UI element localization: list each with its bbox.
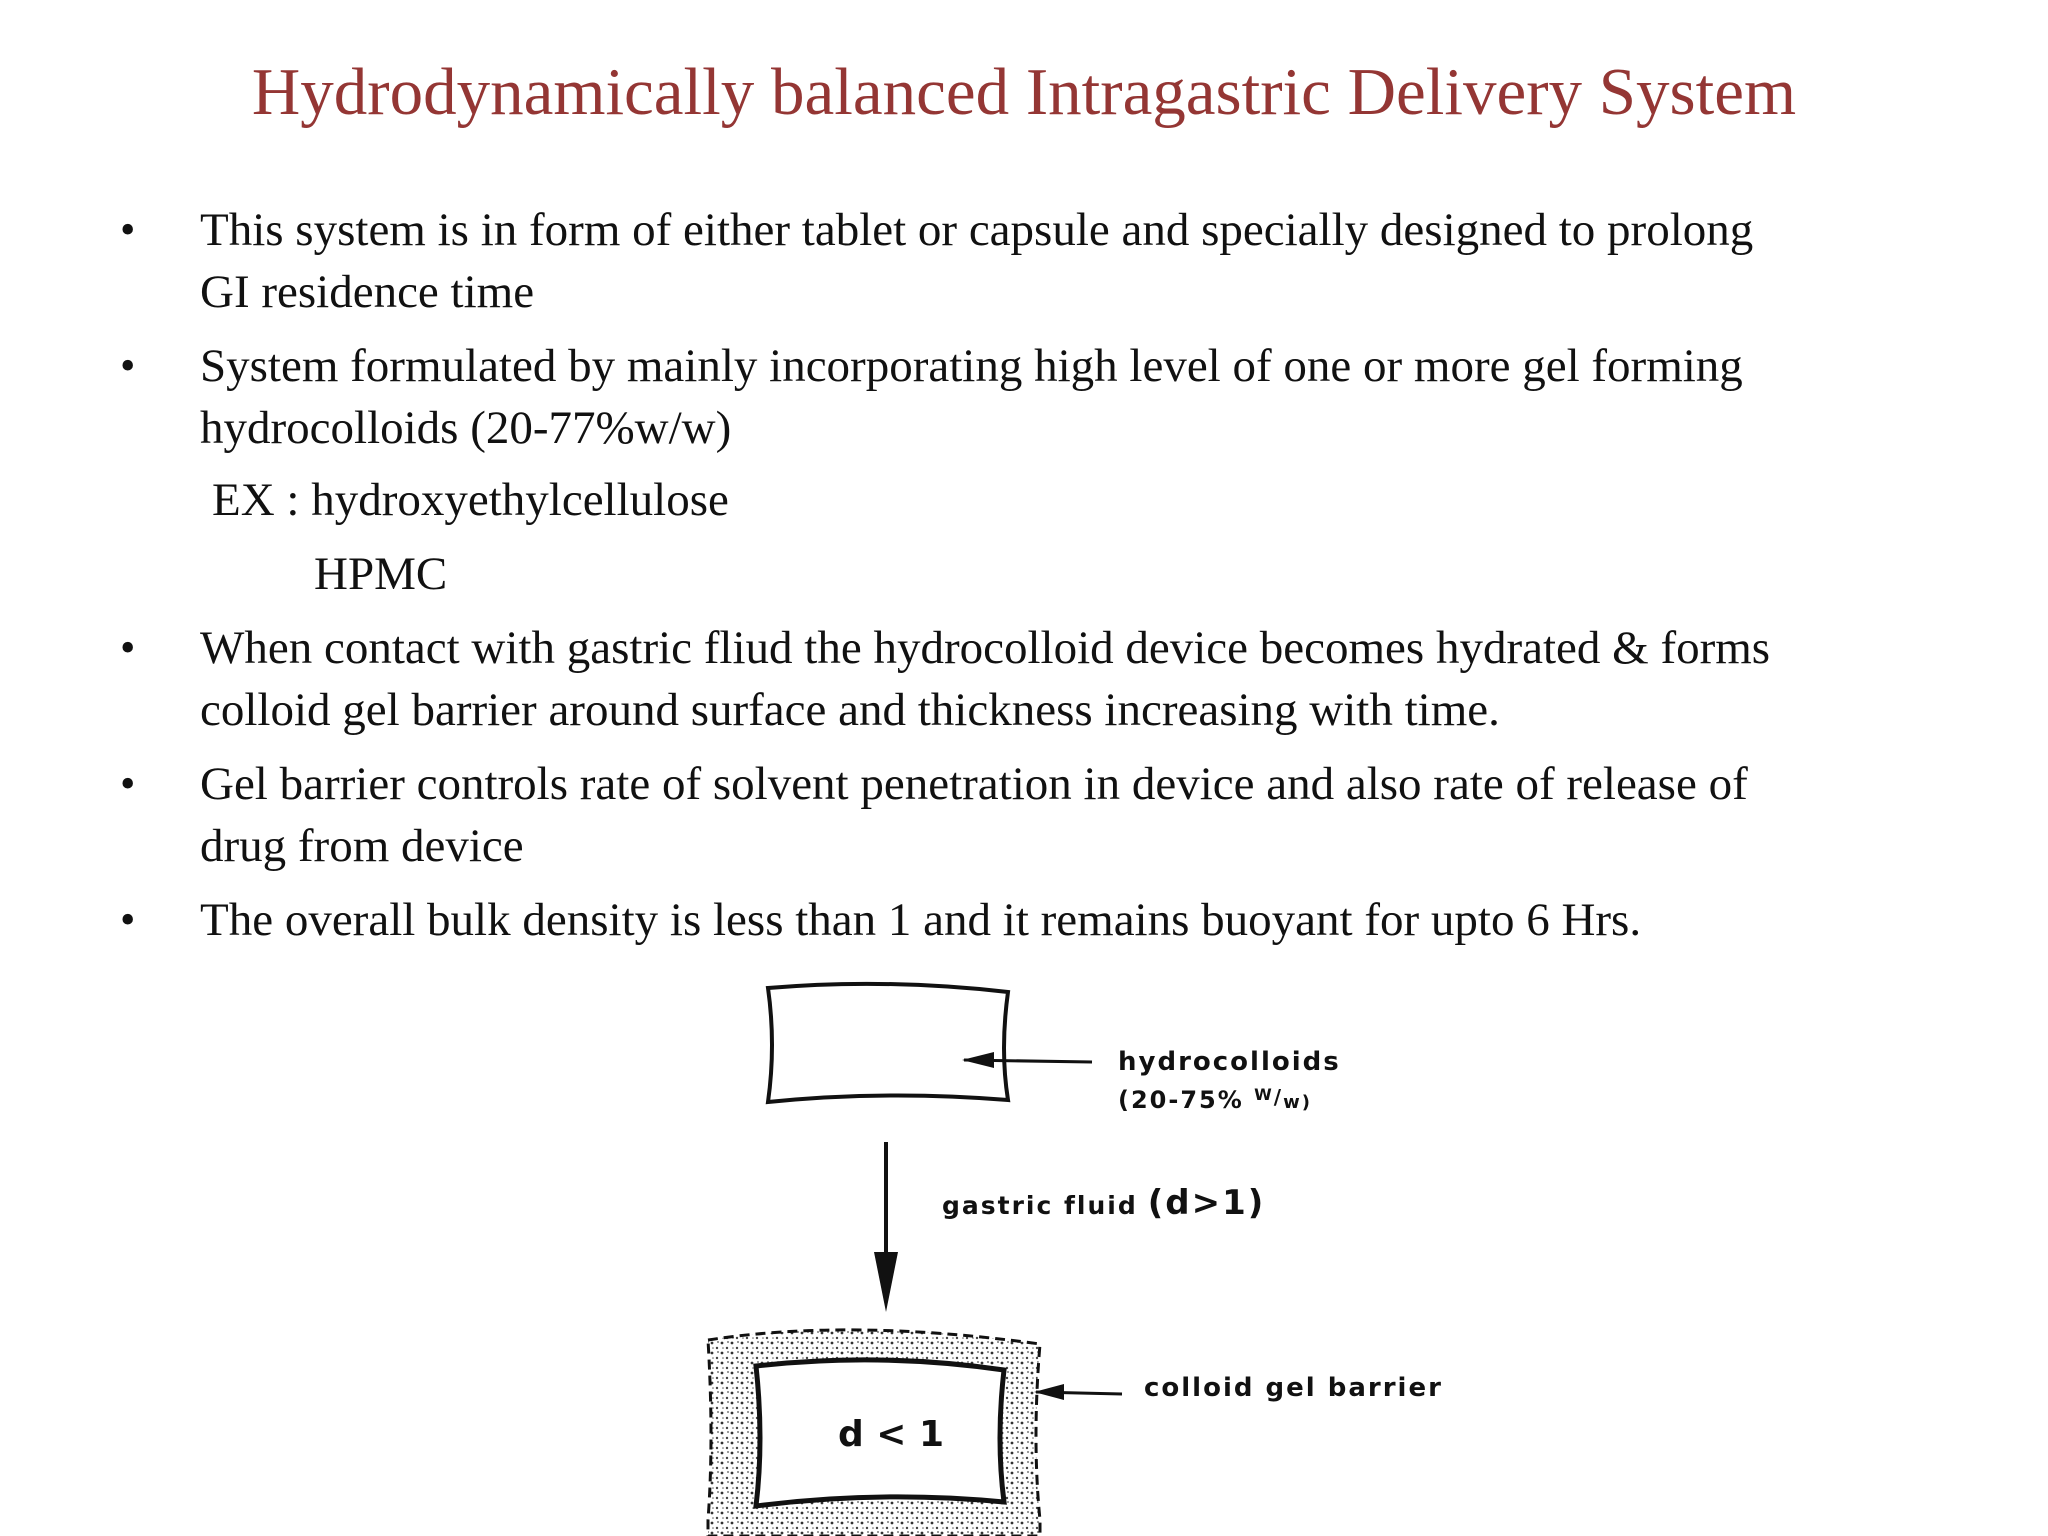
hydrocolloids-pointer-head: [962, 1052, 994, 1068]
example-line: HPMC: [314, 548, 448, 600]
gastric-fluid-label: gastric fluid(d>1): [942, 1183, 1265, 1223]
dry-tablet-shape: [765, 981, 1011, 1105]
bullet-marker: •: [120, 205, 136, 254]
slide-title: Hydrodynamically balanced Intragastric D…: [251, 55, 1797, 129]
bullet-marker: •: [120, 623, 136, 672]
bullet-text-line: Gel barrier controls rate of solvent pen…: [200, 758, 1748, 810]
bullet-marker: •: [120, 759, 136, 808]
bullet-text-line: When contact with gastric fliud the hydr…: [200, 622, 1771, 674]
bullet-text-line: hydrocolloids (20-77%w/w): [200, 402, 732, 454]
bullet-text-line: System formulated by mainly incorporatin…: [200, 340, 1743, 392]
bullet-text-line: This system is in form of either tablet …: [200, 204, 1754, 256]
gel-barrier-label: colloid gel barrier: [1144, 1373, 1443, 1403]
inner-density-label: d < 1: [838, 1414, 944, 1455]
bullet-text-line: drug from device: [200, 820, 524, 872]
bullet-list: • This system is in form of either table…: [120, 204, 1771, 946]
bullet-text-line: GI residence time: [200, 266, 535, 318]
hydration-arrow-head: [874, 1252, 898, 1312]
hydrocolloids-percent-label: (20-75% W/w): [1118, 1085, 1312, 1114]
bullet-text-line: colloid gel barrier around surface and t…: [200, 684, 1500, 736]
bullet-marker: •: [120, 341, 136, 390]
example-line: EX : hydroxyethylcellulose: [212, 474, 729, 526]
bullet-marker: •: [120, 895, 136, 944]
hydrated-tablet-shape: [753, 1357, 1007, 1509]
bullet-text-line: The overall bulk density is less than 1 …: [200, 894, 1642, 946]
gel-barrier-pointer-head: [1034, 1384, 1064, 1400]
hydrocolloids-label: hydrocolloids: [1118, 1047, 1341, 1077]
